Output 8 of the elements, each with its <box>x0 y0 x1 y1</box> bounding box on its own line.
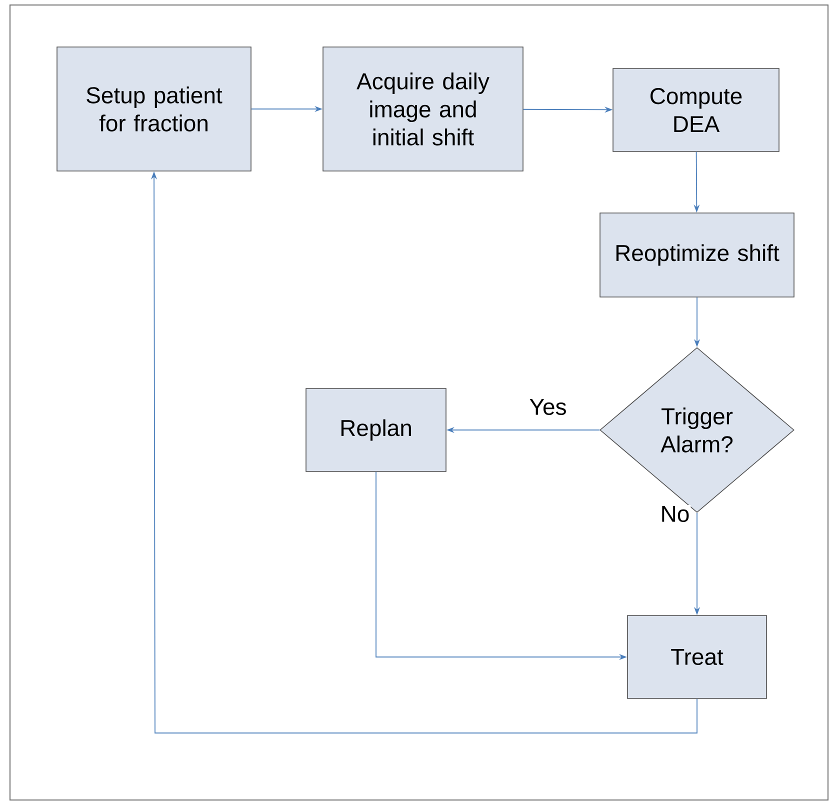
process-box: Treat <box>627 615 767 699</box>
edge-label: Yes <box>528 398 568 416</box>
process-box: Setup patient for fraction <box>56 46 252 172</box>
edge-label: No <box>659 504 691 524</box>
process-box: Replan <box>306 388 446 472</box>
process-box: Compute DEA <box>612 68 780 152</box>
process-box: Acquire daily image and initial shift <box>322 46 524 172</box>
process-box: Reoptimize shift <box>600 212 794 298</box>
